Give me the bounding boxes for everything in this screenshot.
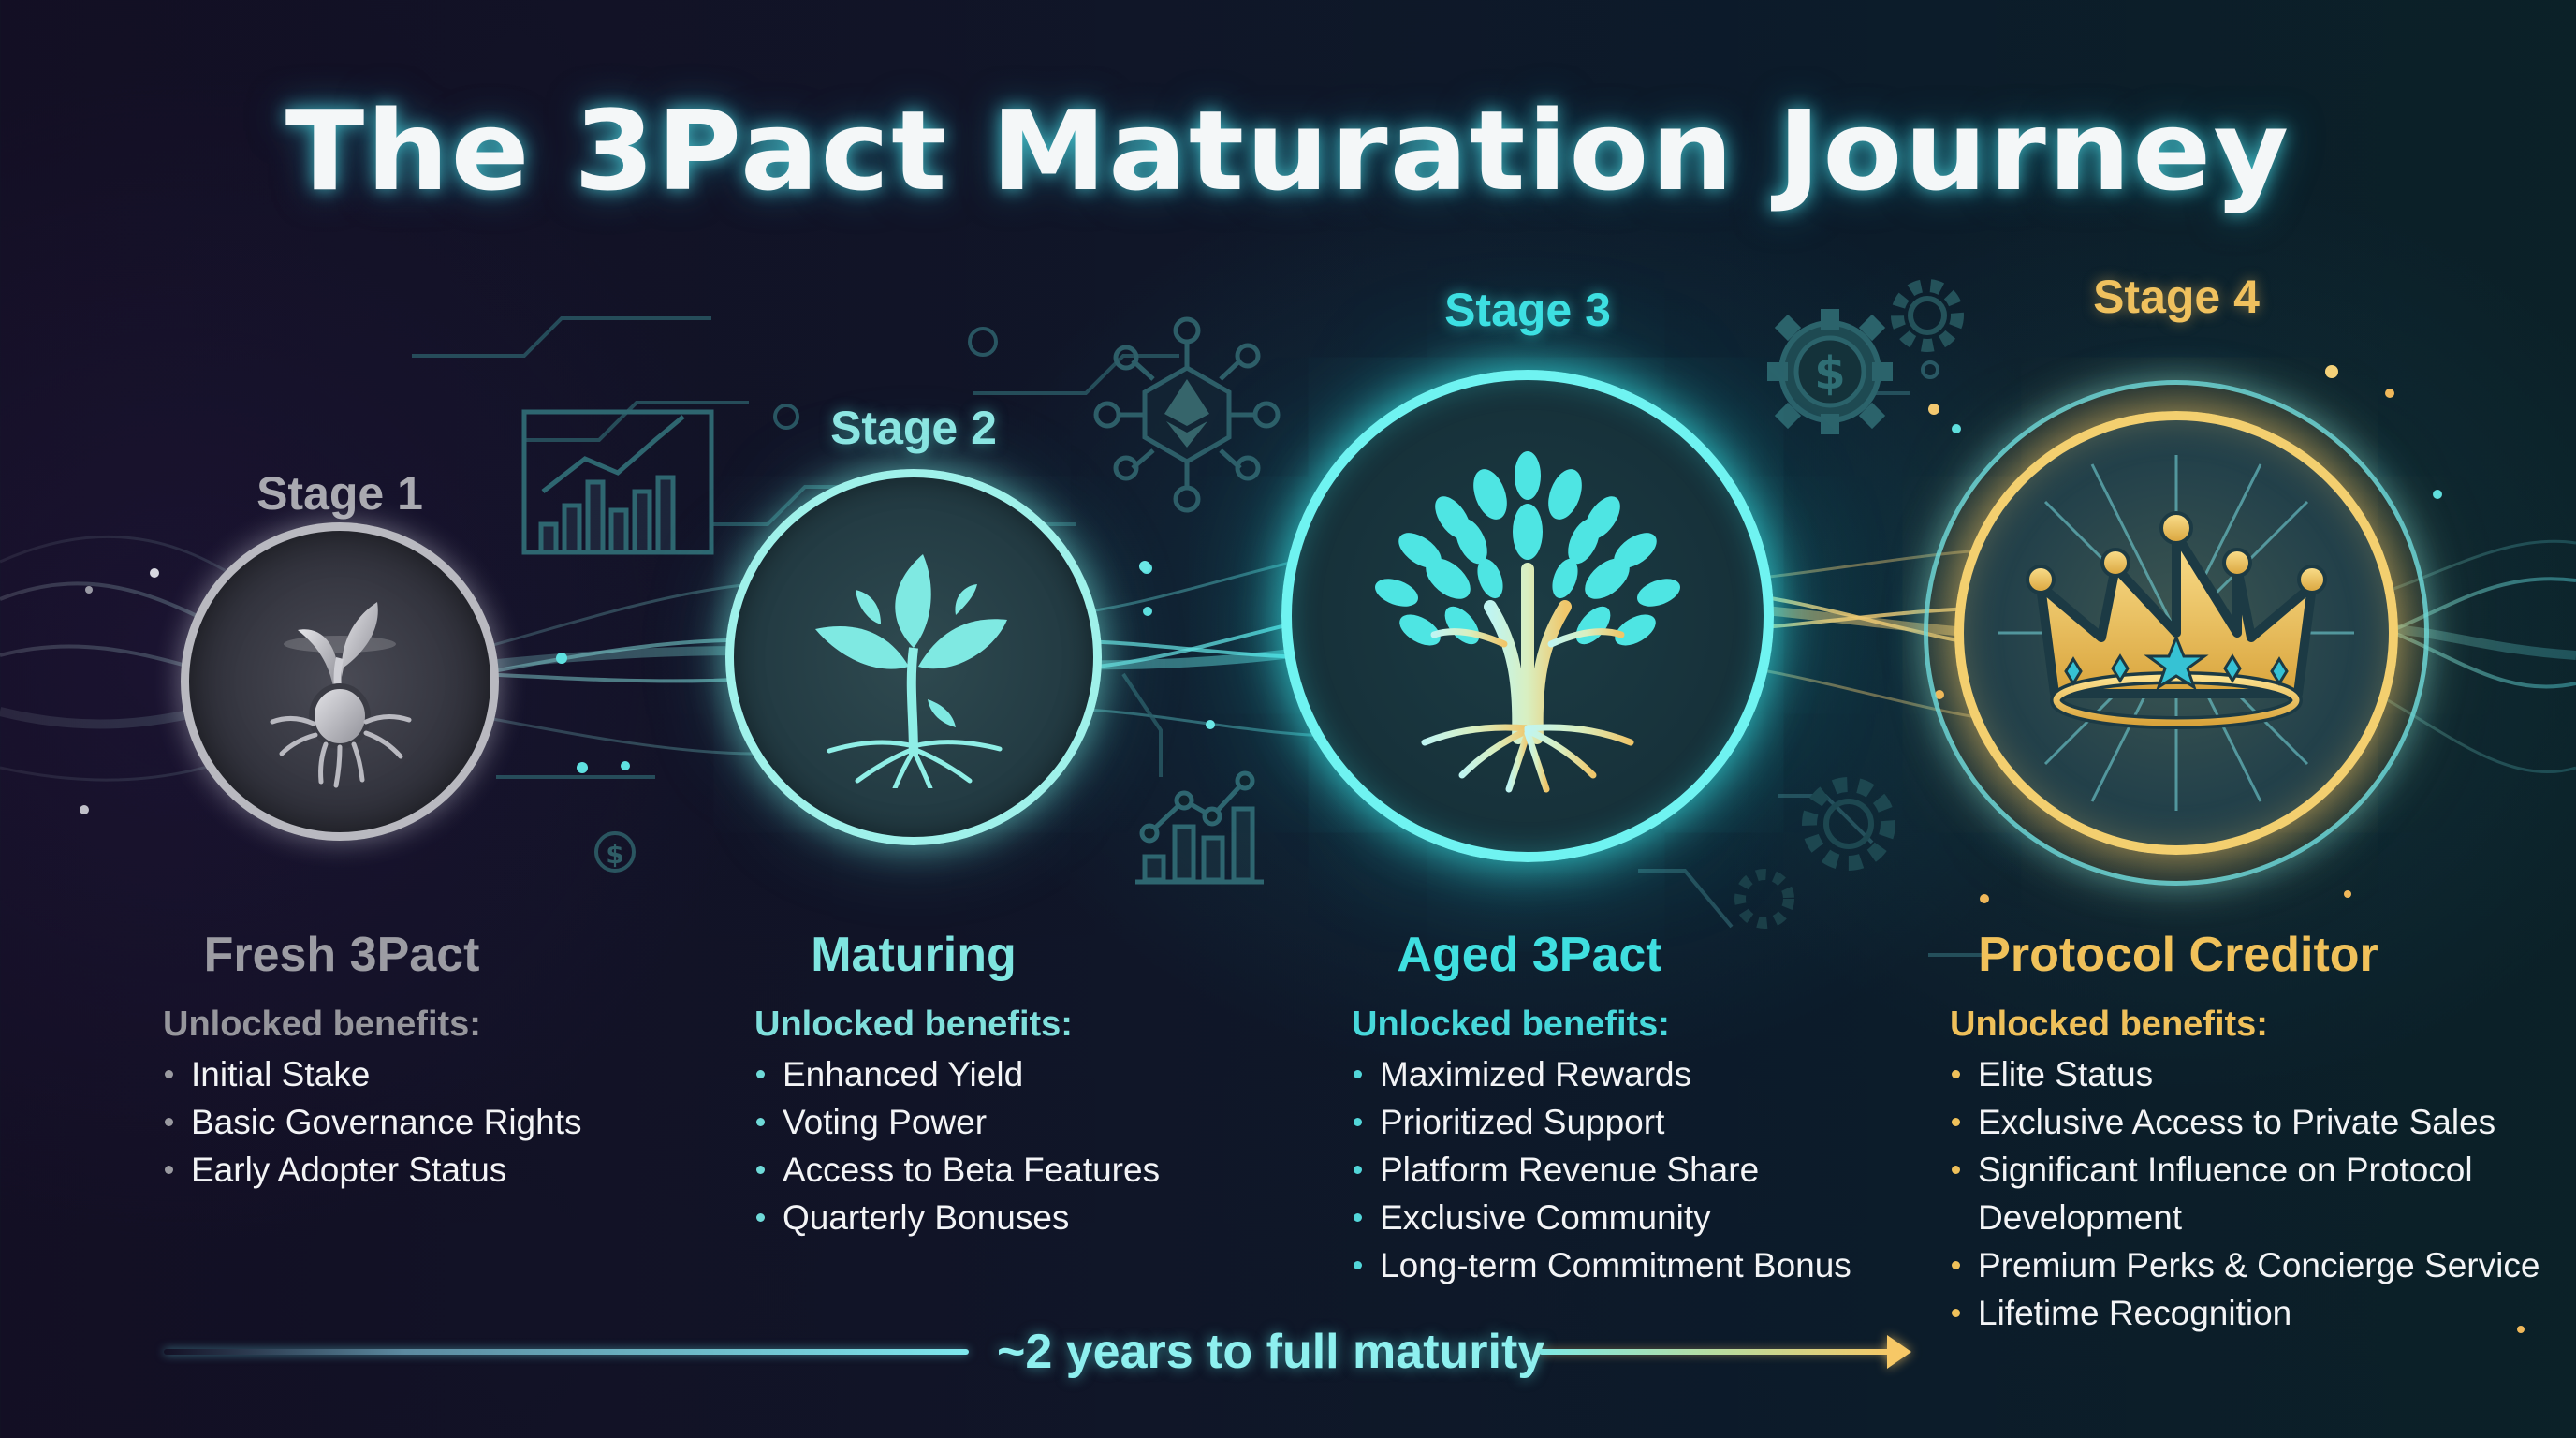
growth-chart-icon [1135, 770, 1264, 885]
bullet-icon [756, 1166, 765, 1174]
bullet-icon [1354, 1213, 1362, 1222]
bullet-icon [1952, 1309, 1960, 1317]
bullet-icon [1952, 1070, 1960, 1078]
stage-2-benefits: Unlocked benefits: Enhanced Yield Voting… [754, 1005, 1160, 1241]
stage-4-badge [1954, 411, 2398, 855]
timeline-label: ~2 years to full maturity [997, 1325, 1545, 1379]
stage-4-aura-ring [1924, 380, 2429, 886]
sparkle-particles [80, 365, 2525, 1333]
benefit-item: Premium Perks & Concierge Service [1950, 1241, 2539, 1289]
benefit-item: Early Adopter Status [163, 1146, 581, 1194]
dollar-gear-icon: $ [1767, 309, 1893, 434]
gear-icon-lower [1802, 777, 1895, 871]
bullet-icon [1354, 1118, 1362, 1126]
stage-1-badge [181, 522, 499, 841]
stage-3-label: Stage 3 [1444, 284, 1611, 336]
benefit-item-continuation: Development [1978, 1198, 2183, 1237]
benefits-header: Unlocked benefits: [1950, 1005, 2268, 1044]
stage-1-label: Stage 1 [256, 467, 423, 520]
bullet-icon [165, 1118, 173, 1126]
bar-chart-icon [521, 409, 714, 555]
bullet-icon [1952, 1166, 1960, 1174]
benefit-item: Elite Status [1950, 1050, 2539, 1098]
bullet-icon [165, 1166, 173, 1174]
benefit-item: Exclusive Community [1352, 1194, 1852, 1241]
benefits-header: Unlocked benefits: [1352, 1005, 1670, 1044]
stage-3-benefits: Unlocked benefits: Maximized Rewards Pri… [1352, 1005, 1852, 1289]
benefit-item: Maximized Rewards [1352, 1050, 1852, 1098]
stage-2-label: Stage 2 [830, 402, 997, 454]
bullet-icon [1354, 1166, 1362, 1174]
benefit-item: Platform Revenue Share [1352, 1146, 1852, 1194]
benefit-item: Initial Stake [163, 1050, 581, 1098]
stage-4-title: Protocol Creditor [1978, 928, 2378, 982]
benefit-item: Lifetime Recognition [1950, 1289, 2539, 1337]
bullet-icon [756, 1213, 765, 1222]
page-title: The 3Pact Maturation Journey [285, 86, 2291, 215]
benefits-header: Unlocked benefits: [163, 1005, 481, 1044]
tree-icon [1375, 451, 1680, 793]
arrow-right-icon [1887, 1335, 1911, 1369]
gear-icon [1891, 279, 1964, 352]
dollar-coin-icon: $ [594, 831, 636, 873]
bullet-icon [1952, 1118, 1960, 1126]
stage-1-benefits: Unlocked benefits: Initial Stake Basic G… [163, 1005, 581, 1194]
benefit-item: Exclusive Access to Private Sales [1950, 1098, 2539, 1146]
crown-icon [1998, 455, 2354, 811]
benefit-item: Significant Influence on Protocol [1950, 1146, 2539, 1194]
benefit-item: Quarterly Bonuses [754, 1194, 1160, 1241]
benefit-item: Enhanced Yield [754, 1050, 1160, 1098]
stage-3-badge [1281, 370, 1774, 862]
stage-1-title: Fresh 3Pact [203, 928, 480, 982]
stage-4-benefits: Unlocked benefits: Elite Status Exclusiv… [1950, 1005, 2539, 1337]
benefit-item: Basic Governance Rights [163, 1098, 581, 1146]
svg-text:$: $ [1814, 347, 1845, 400]
timeline-line-right [1539, 1349, 1895, 1355]
benefit-item: Access to Beta Features [754, 1146, 1160, 1194]
benefits-header: Unlocked benefits: [754, 1005, 1073, 1044]
stage-3-title: Aged 3Pact [1397, 928, 1662, 982]
stage-4-label: Stage 4 [2093, 271, 2260, 323]
bullet-icon [756, 1070, 765, 1078]
benefit-item: Voting Power [754, 1098, 1160, 1146]
bullet-icon [756, 1118, 765, 1126]
timeline-line-left [164, 1349, 969, 1355]
svg-text:$: $ [606, 839, 623, 870]
stage-2-title: Maturing [811, 928, 1017, 982]
bullet-icon [1354, 1070, 1362, 1078]
benefit-item: Prioritized Support [1352, 1098, 1852, 1146]
benefit-item: Long-term Commitment Bonus [1352, 1241, 1852, 1289]
bullet-icon [165, 1070, 173, 1078]
sapling-icon [815, 554, 1007, 788]
bullet-icon [1354, 1261, 1362, 1269]
bullet-icon [1952, 1261, 1960, 1269]
seed-sprout-icon [270, 602, 412, 788]
stage-2-badge [725, 469, 1102, 845]
